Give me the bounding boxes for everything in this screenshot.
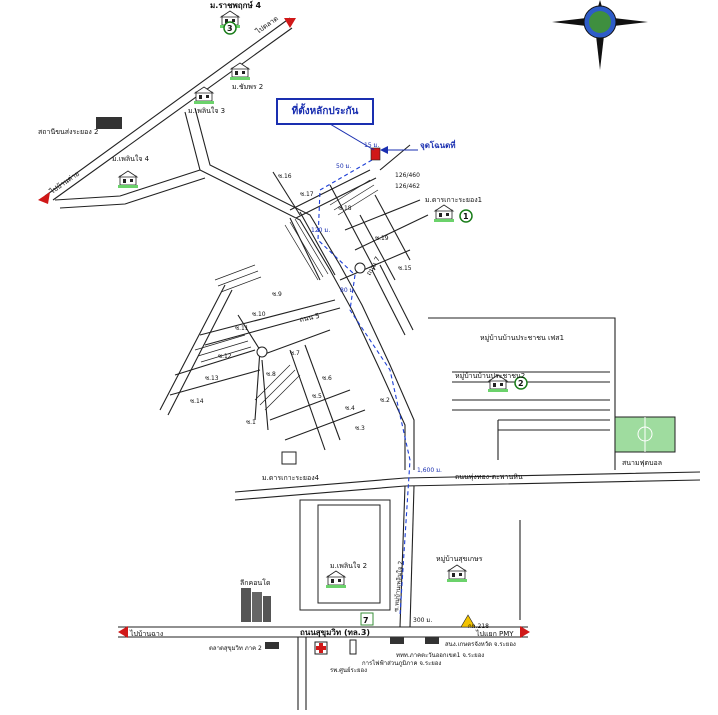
svg-text:120 ม.: 120 ม. <box>311 227 330 234</box>
road-cross <box>234 471 701 493</box>
label-sukmuang: หมู่บ้านสุขเกษร <box>436 555 483 563</box>
label-condo: ลีกคอนโด <box>240 578 271 587</box>
svg-text:ไปตลาด: ไปตลาด <box>253 14 280 36</box>
target-callout: ที่ตั้งหลักประกัน <box>276 98 374 125</box>
svg-text:126/462: 126/462 <box>395 183 420 190</box>
hospital-icon <box>314 641 328 655</box>
condo-building-icon <box>241 588 271 622</box>
svg-text:ไปแยก PMY: ไปแยก PMY <box>475 629 514 638</box>
label-gas: การไฟฟ้าส่วนภูมิภาค จ.ระยอง <box>362 659 441 667</box>
label-temple-left: ตลาดสุขุมวิท ภาค 2 <box>209 645 262 652</box>
svg-text:50 ม.: 50 ม. <box>336 163 351 170</box>
badge-3: 3 <box>223 21 237 35</box>
svg-text:300 ม.: 300 ม. <box>413 617 432 624</box>
svg-text:ซ.17: ซ.17 <box>300 191 314 198</box>
svg-text:ไปบ้านฉาง: ไปบ้านฉาง <box>129 629 163 638</box>
svg-text:ซ.12: ซ.12 <box>218 353 232 360</box>
svg-text:15 ม.: 15 ม. <box>364 142 379 149</box>
svg-text:1,600 ม.: 1,600 ม. <box>417 467 442 474</box>
svg-text:3: 3 <box>227 24 233 33</box>
svg-text:ถนน 5: ถนน 5 <box>299 312 321 324</box>
warning-icon <box>460 614 476 628</box>
label-hospital: รพ.ศูนย์ระยอง <box>330 666 367 674</box>
store-icon <box>360 612 374 626</box>
road-top-diagonal-b <box>52 27 293 201</box>
compass-icon <box>552 0 648 70</box>
svg-text:1: 1 <box>463 212 469 221</box>
arrow-top-right <box>284 18 296 28</box>
svg-text:126/460: 126/460 <box>395 172 420 179</box>
label-cross-road: ถนนพุ่งทอง-ตะพานหิน <box>455 473 523 481</box>
svg-text:80 ม.: 80 ม. <box>340 287 355 294</box>
svg-text:ซ.5: ซ.5 <box>312 393 322 400</box>
svg-text:กม.218: กม.218 <box>468 623 489 630</box>
label-target-marker: จุดโฉนดที่ <box>420 139 456 151</box>
label-tourism: ททท.ภาคตะวันออกเขต1 จ.ระยอง <box>396 652 484 659</box>
label-phoemsinjai3: ม.เพลินใจ 3 <box>188 106 225 115</box>
svg-text:ซ.19: ซ.19 <box>375 235 389 242</box>
svg-text:7: 7 <box>363 616 369 625</box>
label-praksai2: หมู่บ้านบ้านประชาชน2 <box>455 372 525 380</box>
arrow-right <box>520 626 530 638</box>
svg-text:ซ.16: ซ.16 <box>278 173 292 180</box>
target-marker <box>370 147 381 161</box>
route-path <box>317 159 411 616</box>
svg-text:ซ.2: ซ.2 <box>380 397 390 404</box>
label-main-road: ถนนสุขุมวิท (ทล.3) <box>300 628 370 638</box>
svg-text:2: 2 <box>518 379 524 388</box>
label-phoemsinjai2: ม.เพลินใจ 2 <box>330 561 367 570</box>
svg-text:ซ.10: ซ.10 <box>252 311 266 318</box>
svg-text:ซ.หมู่บ้านเพลินใจ 2: ซ.หมู่บ้านเพลินใจ 2 <box>392 560 404 612</box>
road-top-diagonal <box>44 17 291 197</box>
arrow-left <box>118 626 128 638</box>
badge-1: 1 <box>459 209 473 223</box>
svg-text:ซ.15: ซ.15 <box>398 265 412 272</box>
svg-text:ซ.14: ซ.14 <box>190 398 204 405</box>
svg-text:ซ.13: ซ.13 <box>205 375 219 382</box>
label-ratchata4: ม.ดารเกาะระยอง4 <box>262 474 320 482</box>
svg-text:ซ.7: ซ.7 <box>290 350 300 357</box>
label-stadium: สนามฟุตบอล <box>622 459 662 467</box>
label-station: สถานีขนส่งระยอง 2 <box>38 128 98 136</box>
label-bank-right: สนง.เกษตรจังหวัด จ.ระยอง <box>445 641 516 648</box>
label-ratchata1: ม.ดารเกาะระยอง1 <box>425 196 482 204</box>
label-chomphon2: ม.ชัมพร 2 <box>232 83 263 91</box>
svg-text:ซ.4: ซ.4 <box>345 405 355 412</box>
label-ratchaphruek4: ม.ราชพฤกษ์ 4 <box>210 0 262 10</box>
svg-text:ซ.3: ซ.3 <box>355 425 365 432</box>
label-phoemsinjai4: ม.เพลินใจ 4 <box>112 154 150 163</box>
svg-text:ซ.11: ซ.11 <box>235 325 249 332</box>
svg-text:ซ.18: ซ.18 <box>338 205 352 212</box>
label-praksai-top: หมู่บ้านบ้านประชาชน เฟส1 <box>480 334 564 342</box>
arrow-top-left <box>38 192 50 204</box>
svg-text:ซ.6: ซ.6 <box>322 375 332 382</box>
badge-2: 2 <box>514 376 528 390</box>
svg-text:ถนน 7: ถนน 7 <box>365 255 382 277</box>
svg-text:ซ.8: ซ.8 <box>266 371 276 378</box>
svg-text:ซ.9: ซ.9 <box>272 291 282 298</box>
svg-text:ซ.1: ซ.1 <box>246 419 256 426</box>
